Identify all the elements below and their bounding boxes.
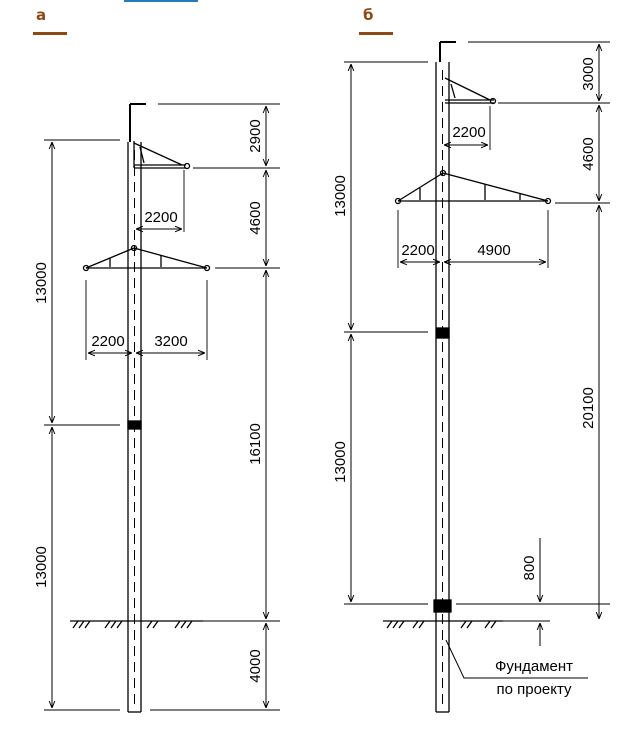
- panel-a-dim-lower-left: 13000: [33, 546, 50, 588]
- panel-a-drawing: [44, 103, 280, 713]
- panel-a-extension-lines: [44, 103, 280, 711]
- panel-a-ground: [70, 620, 203, 629]
- panel-a-label: а: [36, 6, 47, 24]
- panel-b-dim-upper-arm: 2200: [452, 124, 485, 141]
- panel-a-lower-crossarm: [82, 244, 211, 272]
- panel-b-dim-lower-right: 20100: [580, 387, 597, 429]
- panel-b-label: б: [363, 6, 374, 24]
- panel-b-dim-total-left: 13000: [332, 175, 349, 217]
- panel-a-dim-middle: 4600: [247, 201, 264, 234]
- panel-a-pole: [127, 142, 142, 713]
- panel-b-underline: [359, 32, 393, 35]
- panel-a-dim-total-left: 13000: [33, 262, 50, 304]
- panel-b-dim-lower-arm-right: 4900: [477, 242, 510, 259]
- panel-a-dim-lower-arm-right: 3200: [154, 333, 187, 350]
- panel-a-upper-crossarm: [133, 141, 191, 170]
- panel-b-callout-line2: по проекту: [496, 681, 572, 698]
- panel-a-dim-top: 2900: [247, 119, 264, 152]
- panel-a-underline: [33, 32, 67, 35]
- panel-b-dim-middle: 4600: [580, 137, 597, 170]
- panel-b-upper-crossarm: [444, 77, 497, 105]
- panel-a-dim-upper-arm: 2200: [144, 209, 177, 226]
- panel-b-callout-line1: Фундамент: [495, 658, 573, 675]
- panel-a-dim-foundation: 4000: [247, 649, 264, 682]
- panel-b-dim-base: 800: [521, 555, 538, 580]
- panel-b-drawing: [344, 41, 610, 713]
- panel-a-dim-lower-arm-left: 2200: [91, 333, 124, 350]
- panel-b-lower-crossarm: [394, 169, 552, 205]
- panel-b-pole-top: [439, 41, 456, 62]
- panel-b-extension-lines: [344, 41, 610, 622]
- panel-b-dim-lower-left: 13000: [332, 441, 349, 483]
- panel-b-dim-lower-arm-left: 2200: [401, 242, 434, 259]
- panel-b-dimension-lines: [351, 44, 599, 679]
- panel-b-pole: [433, 62, 452, 713]
- panel-a-dim-lower-right: 16100: [247, 423, 264, 465]
- panel-a-pole-top: [129, 103, 146, 142]
- panel-b-dim-top: 3000: [580, 57, 597, 90]
- panel-a-dimension-lines: [52, 106, 266, 708]
- top-accent-bar: [124, 0, 198, 2]
